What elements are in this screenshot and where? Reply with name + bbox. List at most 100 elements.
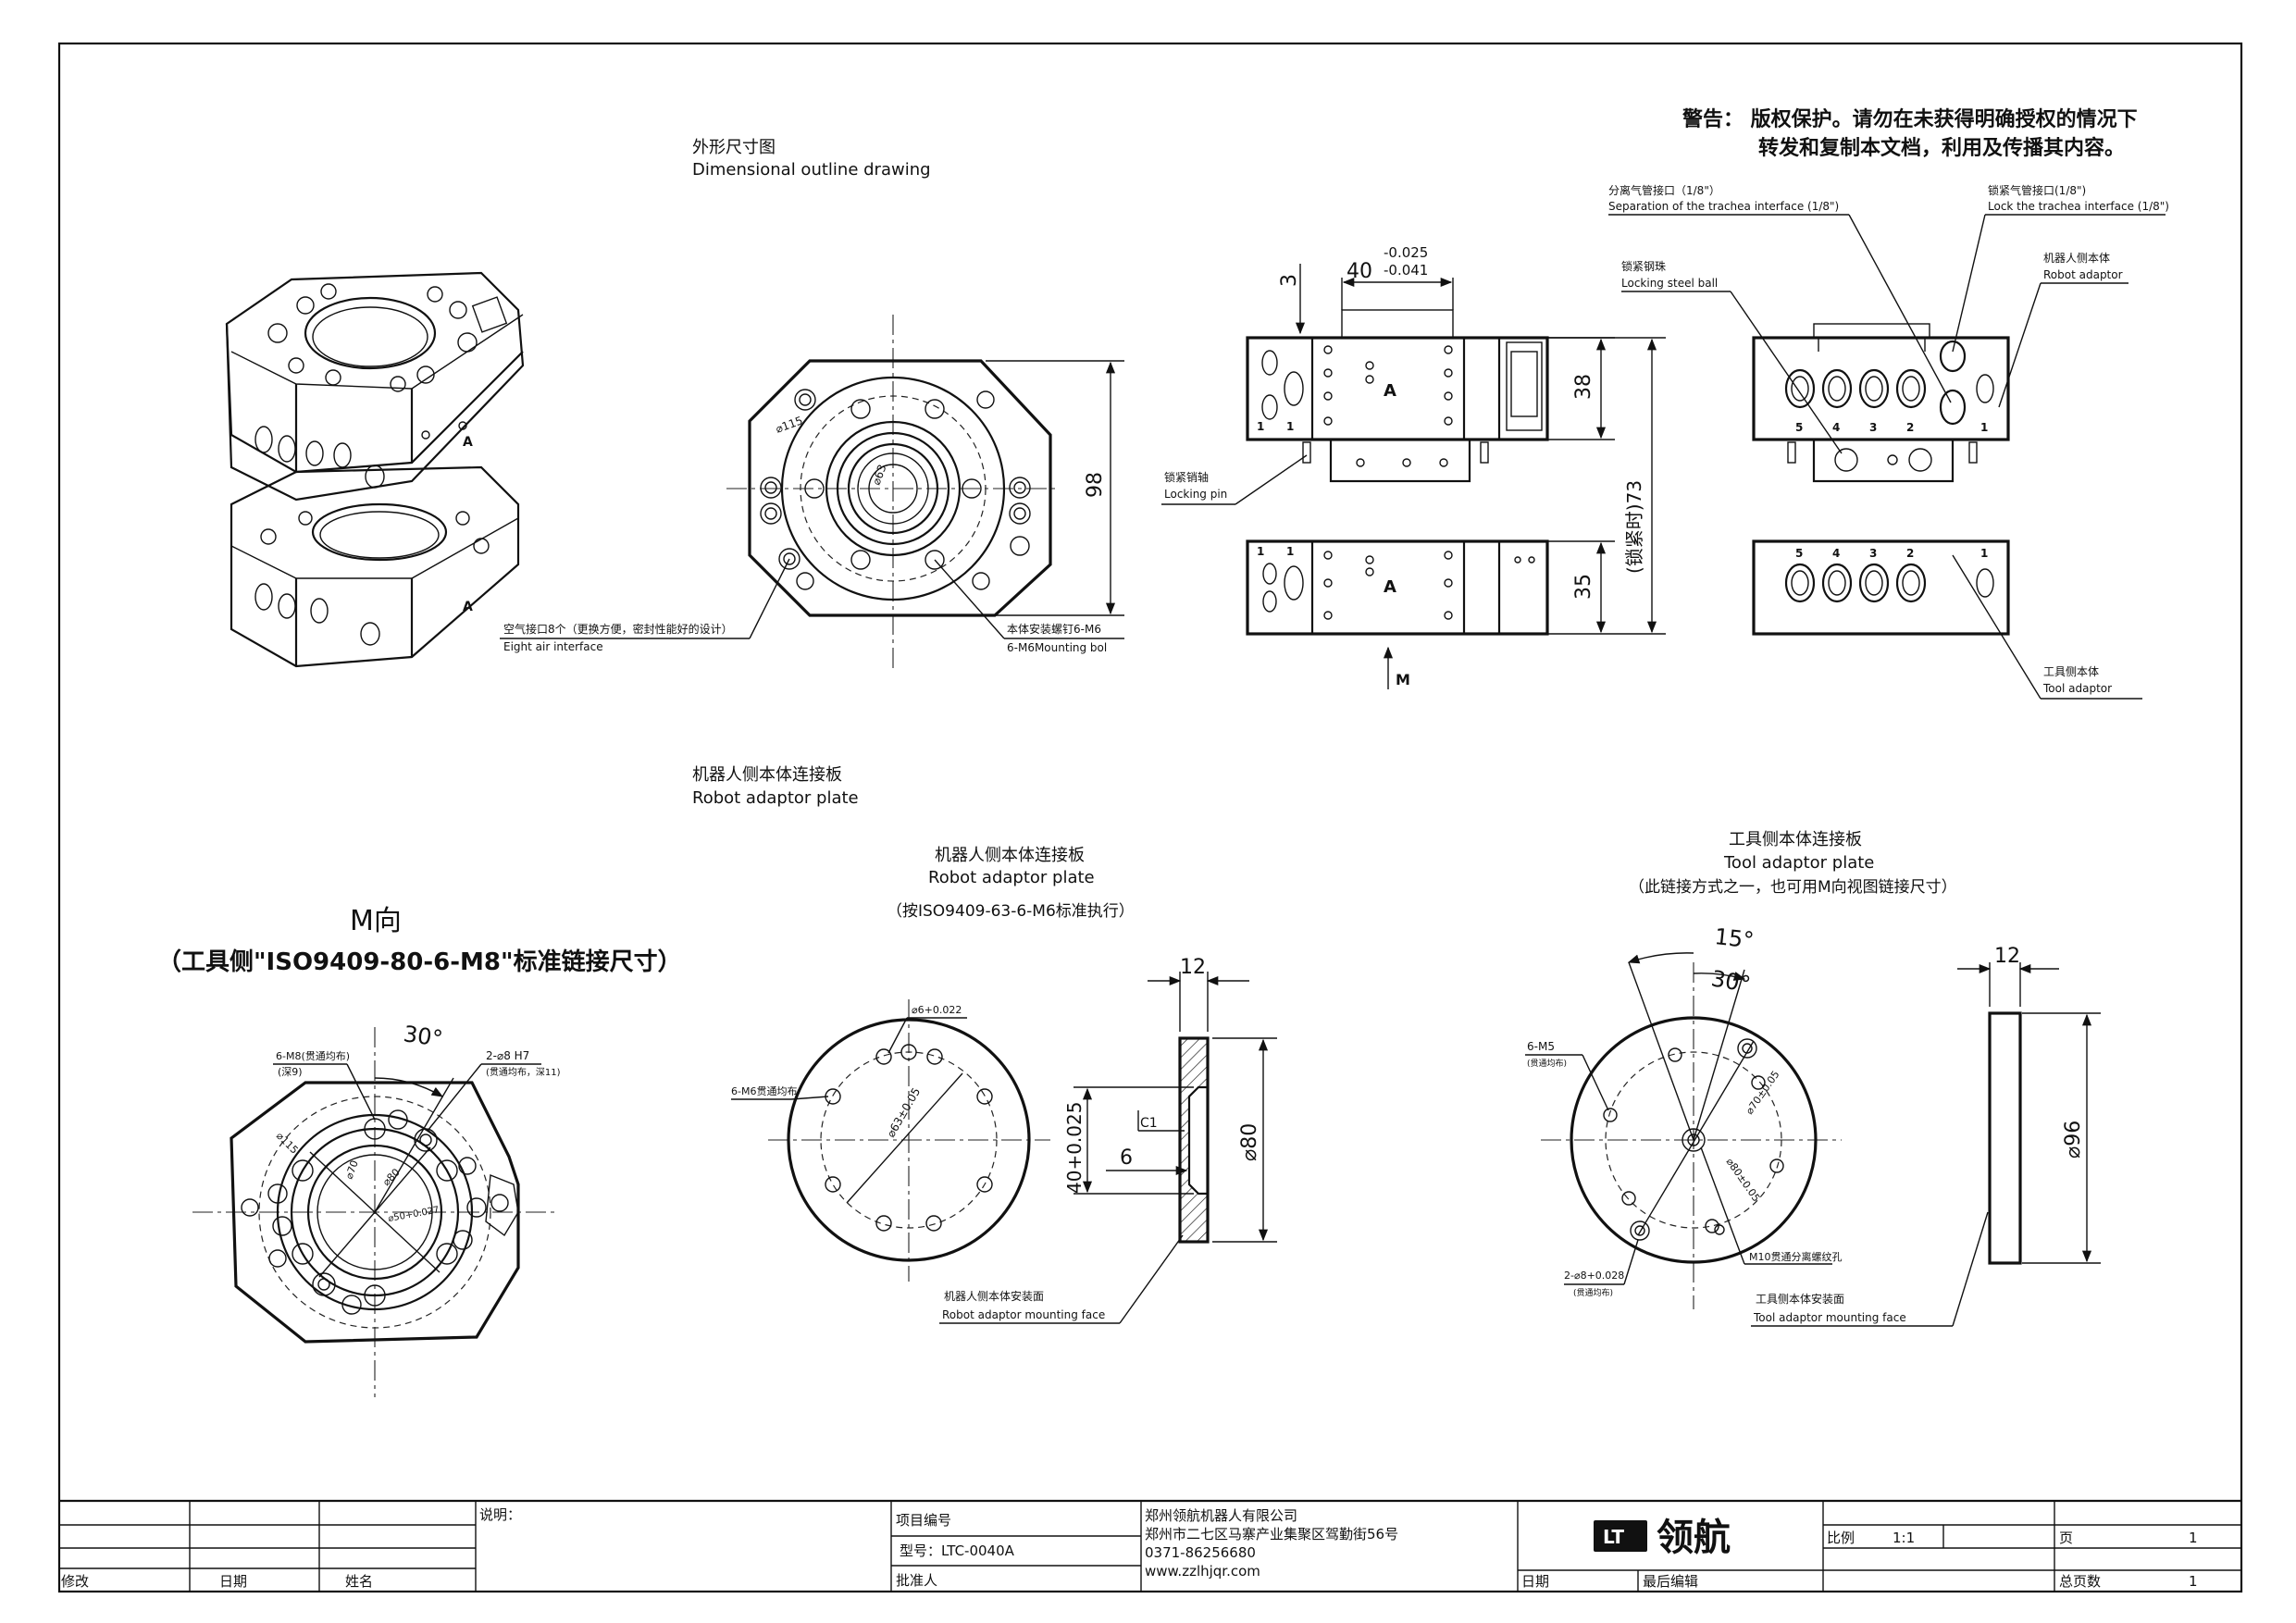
tool-pin-label: 2-⌀8+0.028 — [1564, 1270, 1624, 1282]
svg-text:5: 5 — [1795, 547, 1803, 560]
robot-plate-phi63: ⌀63±0.05 — [884, 1085, 923, 1139]
company-logo: LT 领航 — [1594, 1517, 1731, 1559]
date2-label: 日期 — [1521, 1573, 1549, 1590]
lock-port-en: Lock the trachea interface (1/8") — [1988, 200, 2169, 213]
locking-pin-cn: 锁紧销轴 — [1164, 470, 1209, 484]
logo-mark: LT — [1603, 1526, 1624, 1548]
svg-text:1: 1 — [1980, 421, 1988, 434]
robot-plate-phi6: ⌀6+0.022 — [912, 1004, 962, 1016]
svg-text:1: 1 — [1980, 547, 1988, 560]
tol-lower: -0.041 — [1384, 262, 1428, 279]
robot-plate-section-cn: 机器人侧本体连接板 — [692, 765, 842, 785]
page-label: 页 — [2059, 1530, 2073, 1546]
svg-text:1: 1 — [1257, 545, 1264, 558]
robot-plate-dim-12: 12 — [1180, 956, 1206, 979]
bolt-cn: 本体安装螺钉6-M6 — [1007, 622, 1101, 636]
m-view-title: M向 — [350, 905, 402, 937]
company-name: 郑州领航机器人有限公司 — [1145, 1507, 1297, 1524]
tool-plate-title-cn: 工具侧本体连接板 — [1729, 830, 1862, 849]
last-edit-label: 最后编辑 — [1643, 1573, 1698, 1590]
m-pin-label: 2-⌀8 H7 — [486, 1049, 529, 1062]
outline-title-en: Dimensional outline drawing — [692, 160, 931, 180]
tool-m5-label: 6-M5 — [1527, 1040, 1555, 1053]
tool-phi80: ⌀80±0.05 — [1724, 1156, 1763, 1204]
tool-phi70: ⌀70±0.05 — [1744, 1069, 1782, 1117]
separation-port-cn: 分离气管接口（1/8"） — [1608, 183, 1720, 197]
m-view: M向 （工具侧"ISO9409-80-6-M8"标准链接尺寸） 30° 6-M8… — [157, 905, 682, 1397]
name-label: 姓名 — [345, 1573, 373, 1590]
m-phi70: ⌀70 — [343, 1158, 361, 1181]
logo-text: 领航 — [1657, 1517, 1731, 1559]
tool-plate-face-en: Tool adaptor mounting face — [1753, 1311, 1906, 1324]
m-m8-depth: (深9) — [278, 1066, 303, 1078]
revise-label: 修改 — [61, 1573, 89, 1590]
warning-line-2: 转发和复制本文档，利用及传播其内容。 — [1758, 136, 2125, 160]
robot-adaptor-cn: 机器人侧本体 — [2043, 252, 2110, 265]
svg-text:4: 4 — [1832, 421, 1840, 434]
svg-text:2: 2 — [1906, 421, 1914, 434]
note-label: 说明： — [479, 1506, 521, 1523]
robot-plate-section-en: Robot adaptor plate — [692, 788, 859, 808]
robot-plate-face-en: Robot adaptor mounting face — [942, 1308, 1105, 1321]
svg-text:2: 2 — [1906, 547, 1914, 560]
front-view: 98 ⌀115 ⌀63 空气接口8个（更换方便，密封性能好的设计） Eight … — [500, 315, 1124, 671]
tool-plate-face-cn: 工具侧本体安装面 — [1756, 1292, 1844, 1306]
tool-pin-note: (贯通均布) — [1573, 1287, 1613, 1298]
m-angle-30: 30° — [402, 1021, 444, 1052]
separation-port-en: Separation of the trachea interface (1/8… — [1608, 200, 1839, 213]
tool-m5-note: (贯通均布) — [1527, 1058, 1567, 1069]
tool-plate-phi96: ⌀96 — [2062, 1121, 2085, 1158]
project-no-label: 项目编号 — [896, 1512, 951, 1529]
dim-98: 98 — [1084, 472, 1107, 498]
phi115-label: ⌀115 — [774, 414, 804, 435]
steel-ball-cn: 锁紧钢珠 — [1621, 259, 1666, 273]
robot-adaptor-en: Robot adaptor — [2043, 268, 2123, 281]
svg-text:1: 1 — [1286, 545, 1294, 558]
scale-label: 比例 — [1827, 1530, 1855, 1546]
sheet-border — [57, 42, 2243, 1593]
port-row-upper — [1784, 340, 1994, 426]
total-pages-value: 1 — [2189, 1573, 2198, 1590]
tol-upper: -0.025 — [1384, 244, 1428, 261]
dim-35: 35 — [1572, 574, 1595, 600]
tool-m10-label: M10贯通分离螺纹孔 — [1749, 1250, 1843, 1263]
tool-plate-note: （此链接方式之一，也可用M向视图链接尺寸） — [1629, 878, 1957, 897]
page-value: 1 — [2189, 1530, 2198, 1546]
air-interface-cn: 空气接口8个（更换方便，密封性能好的设计） — [503, 622, 733, 636]
svg-text:A: A — [463, 435, 473, 450]
tool-angle-30: 30° — [1709, 965, 1753, 997]
svg-text:A: A — [463, 600, 473, 614]
svg-text:1: 1 — [1257, 420, 1264, 433]
isometric-view: A A — [225, 271, 525, 668]
lock-port-cn: 锁紧气管接口(1/8") — [1988, 183, 2086, 197]
locking-pin-en: Locking pin — [1164, 488, 1227, 501]
bolt-en: 6-M6Mounting bol — [1007, 641, 1107, 654]
m-pin-note: (贯通均布，深11) — [486, 1067, 561, 1078]
date-label: 日期 — [219, 1573, 247, 1590]
tool-plate-title-en: Tool adaptor plate — [1723, 853, 1874, 873]
robot-plate-title-cn: 机器人侧本体连接板 — [935, 846, 1085, 865]
robot-plate-c1: C1 — [1140, 1116, 1158, 1131]
phi63-label: ⌀63 — [870, 463, 889, 487]
dim-3: 3 — [1278, 274, 1301, 287]
view-M-arrow-label: M — [1396, 671, 1410, 688]
company-phone: 0371-86256680 — [1145, 1544, 1256, 1561]
dim-38: 38 — [1572, 374, 1595, 400]
approver-label: 批准人 — [896, 1572, 937, 1589]
tool-adaptor-cn: 工具侧本体 — [2043, 665, 2099, 678]
svg-text:1: 1 — [1286, 420, 1294, 433]
robot-adaptor-plate-view: 机器人侧本体连接板 Robot adaptor plate （按ISO9409-… — [731, 846, 1277, 1324]
tool-plate-dim-12: 12 — [1994, 945, 2020, 968]
tool-angle-15: 15° — [1713, 923, 1755, 953]
tool-adaptor-plate-view: 工具侧本体连接板 Tool adaptor plate （此链接方式之一，也可用… — [1525, 830, 2101, 1327]
side-label-A: A — [1384, 381, 1396, 401]
svg-text:5: 5 — [1795, 421, 1803, 434]
model-label: 型号：LTC-0040A — [900, 1542, 1015, 1559]
side-view-left: A 1 1 A 1 1 3 40 -0.025 -0.041 38 — [1161, 244, 1666, 689]
copyright-warning: 警告： 版权保护。请勿在未获得明确授权的情况下 转发和复制本文档，利用及传播其内… — [1682, 107, 2138, 160]
warning-line-1: 警告： 版权保护。请勿在未获得明确授权的情况下 — [1682, 107, 2138, 131]
robot-plate-face-cn: 机器人侧本体安装面 — [944, 1289, 1044, 1303]
side-view-right: 5 4 3 2 1 5 4 3 2 1 分离气管接口（1/8"） Separat… — [1608, 183, 2169, 700]
m-phi115: ⌀115 — [274, 1130, 301, 1157]
